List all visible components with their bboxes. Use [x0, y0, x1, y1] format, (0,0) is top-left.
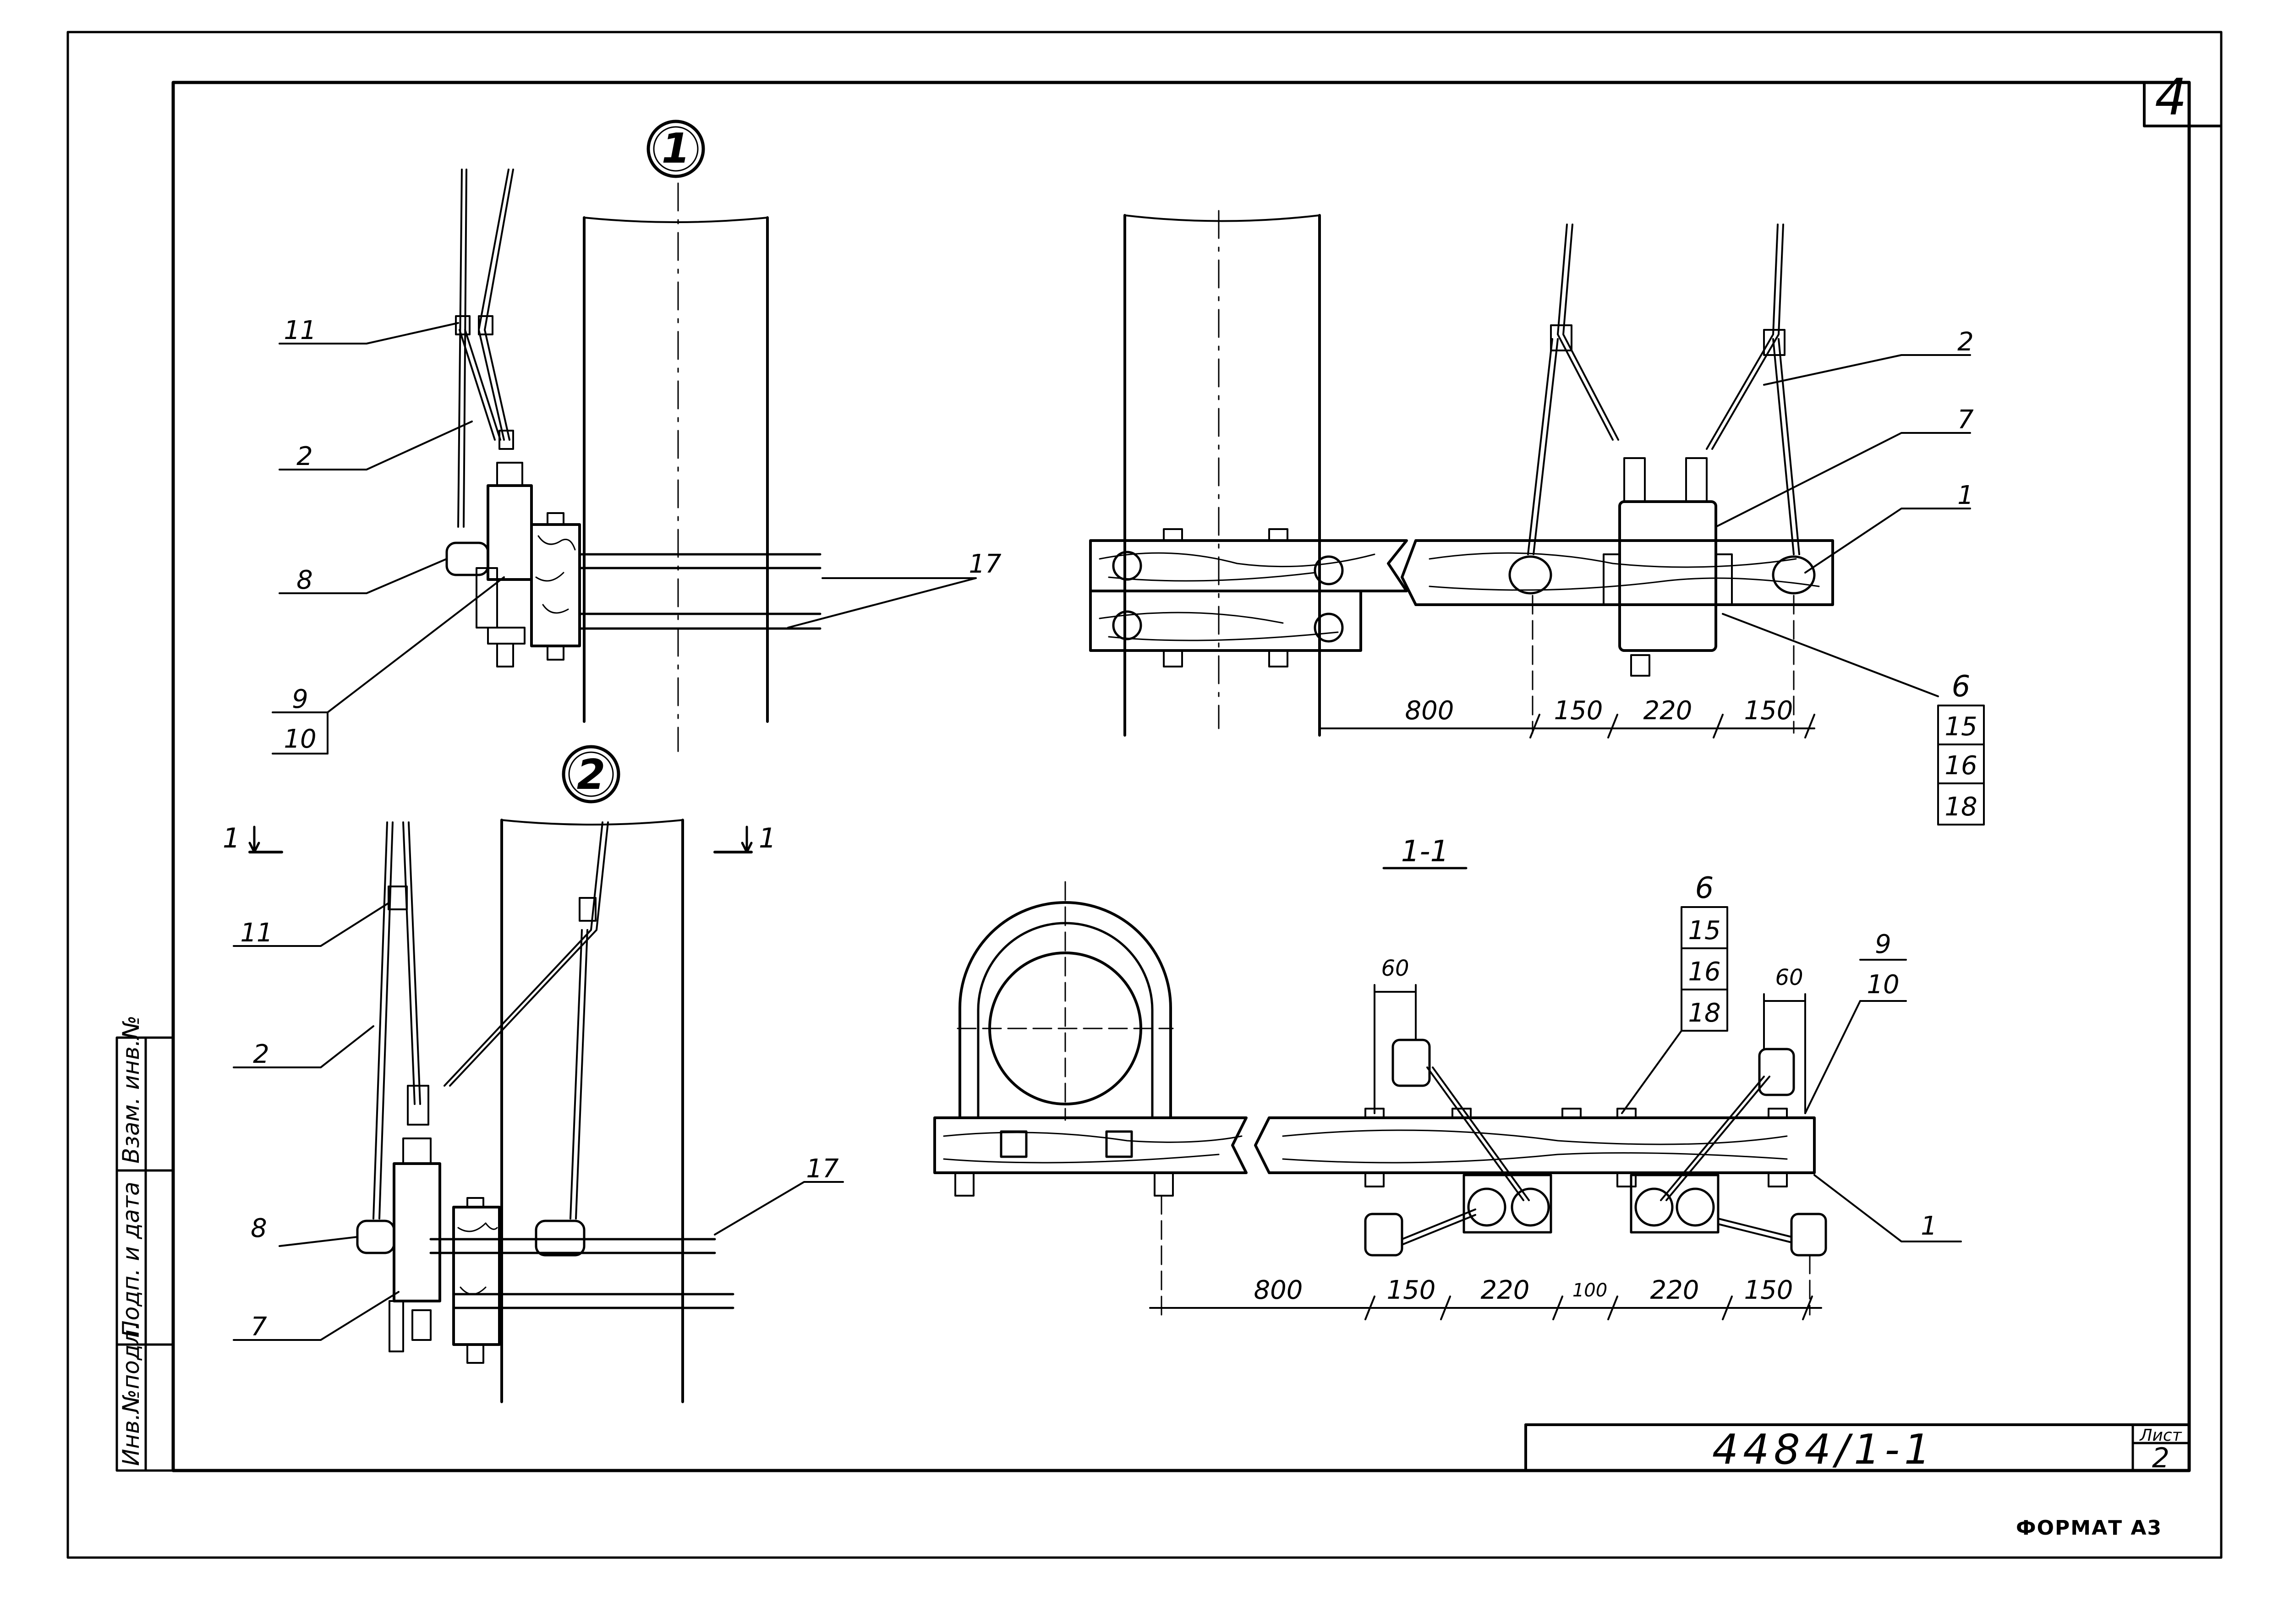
cut-label-right: 1 — [759, 822, 776, 854]
section-1-1: 1-1 — [933, 835, 1962, 1320]
side-dim-150b: 150 — [1744, 696, 1793, 726]
side-callout-1: 1 — [1957, 481, 1974, 510]
v2-callout-8: 8 — [251, 1214, 267, 1243]
stamp-text-sign: Подп. и дата — [118, 1181, 144, 1338]
section-title: 1-1 — [1401, 835, 1449, 869]
sec-callout-18: 18 — [1688, 998, 1720, 1028]
v1-callout-2: 2 — [296, 442, 313, 471]
inner-frame — [171, 81, 2191, 1472]
stamp-text-inv: Инв.№подл. — [118, 1323, 144, 1466]
sec-dim-60a: 60 — [1381, 956, 1409, 981]
sec-dim-60b: 60 — [1775, 965, 1803, 990]
sec-dim-150a: 150 — [1387, 1275, 1436, 1305]
side-stamp: Инв.№подл. Подп. и дата Взам. инв.№ — [115, 1015, 175, 1472]
side-view: 800 150 220 150 2 7 1 6 15 16 18 — [1089, 210, 1985, 826]
sheet-number: 2 — [2152, 1442, 2169, 1474]
v1-callout-9: 9 — [292, 684, 308, 714]
drawing-number: 4484/1-1 — [1712, 1426, 1935, 1474]
side-callout-15: 15 — [1944, 712, 1977, 742]
sec-dim-220b: 220 — [1650, 1275, 1699, 1305]
sec-callout-9: 9 — [1875, 930, 1891, 959]
sec-dim-150b: 150 — [1744, 1275, 1793, 1305]
side-callout-2: 2 — [1957, 327, 1974, 357]
outer-frame — [66, 31, 2223, 1559]
side-callout-6: 6 — [1952, 670, 1971, 704]
sec-callout-10: 10 — [1867, 970, 1899, 1000]
side-callout-18: 18 — [1944, 792, 1977, 822]
side-dim-800: 800 — [1405, 696, 1454, 726]
cut-label-left: 1 — [223, 822, 240, 854]
corner-number: 4 — [2155, 68, 2187, 126]
sec-dim-100: 100 — [1572, 1280, 1607, 1301]
title-block: 4484/1-1 Лист 2 — [1524, 1423, 2191, 1474]
format-label: ФОРМАТ А3 — [2016, 1516, 2163, 1540]
view-1: 1 11 2 8 9 10 17 — [272, 120, 1002, 755]
view-2: 2 1 1 11 2 — [223, 745, 844, 1403]
v2-callout-17: 17 — [806, 1154, 839, 1184]
side-callout-7: 7 — [1957, 405, 1974, 435]
sec-callout-6: 6 — [1695, 871, 1714, 905]
side-dim-220: 220 — [1643, 696, 1692, 726]
v1-callout-17: 17 — [969, 549, 1002, 579]
side-callout-16: 16 — [1944, 751, 1977, 781]
view2-marker-circle — [562, 745, 620, 804]
v1-callout-10: 10 — [284, 724, 316, 754]
side-dim-150a: 150 — [1554, 696, 1603, 726]
sec-dim-220a: 220 — [1481, 1275, 1530, 1305]
stamp-text-replace: Взам. инв.№ — [118, 1015, 144, 1164]
sheet-label: Лист — [2139, 1426, 2182, 1445]
sec-dim-800: 800 — [1254, 1275, 1303, 1305]
view2-marker: 2 — [577, 751, 606, 799]
view1-marker-circle — [646, 120, 705, 178]
view1-marker: 1 — [662, 125, 690, 173]
v1-callout-11: 11 — [284, 316, 316, 345]
sec-callout-1: 1 — [1921, 1211, 1937, 1241]
v2-callout-2: 2 — [253, 1039, 269, 1069]
v2-callout-7: 7 — [251, 1312, 267, 1342]
v1-callout-8: 8 — [296, 565, 313, 595]
sec-callout-16: 16 — [1688, 957, 1720, 987]
sec-callout-15: 15 — [1688, 916, 1720, 946]
v2-callout-11: 11 — [240, 918, 273, 948]
